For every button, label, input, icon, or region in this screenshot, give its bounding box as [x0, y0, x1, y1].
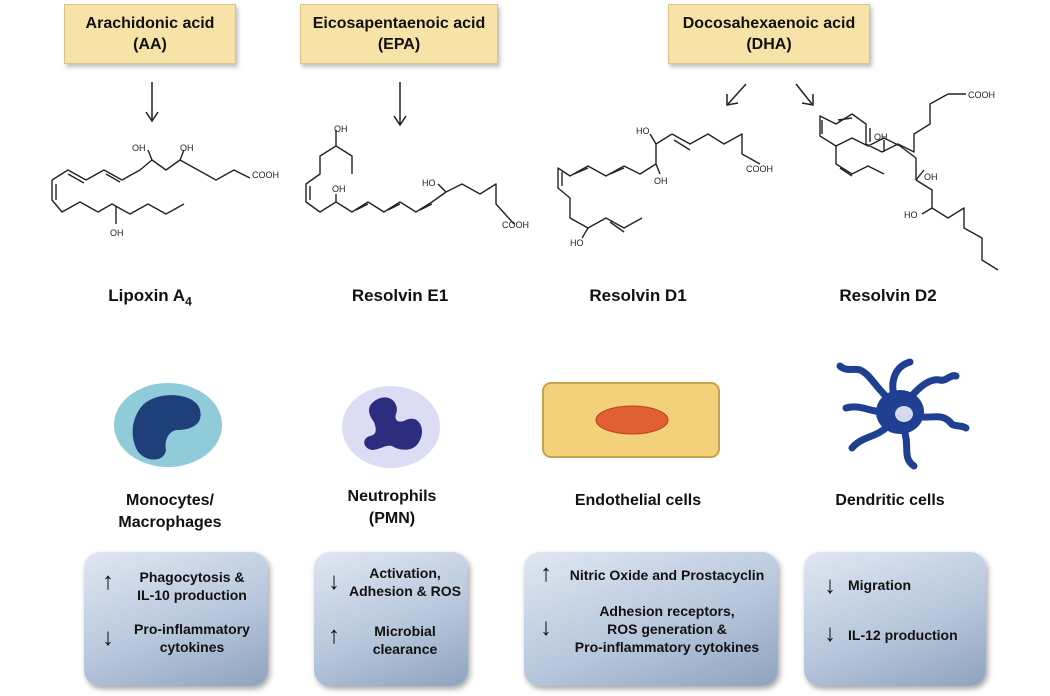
hydroxyl-label: OH	[110, 228, 124, 238]
effect-down-text: Activation, Adhesion & ROS	[348, 565, 461, 599]
effect-down-text: Migration	[848, 577, 911, 593]
arrow-dha-to-resolvin-d1	[726, 83, 747, 106]
arrows-layer	[145, 82, 814, 127]
source-name: Docosahexaenoic acid	[682, 15, 856, 32]
cell-label-endothelial: Endothelial cells	[574, 492, 702, 509]
hydroxyl-label: OH	[132, 143, 146, 153]
effect-up-text: Phagocytosis & IL-10 production	[137, 569, 247, 603]
carboxyl-label: COOH	[746, 164, 773, 174]
source-abbr: (DHA)	[746, 36, 792, 53]
resolvin-e1-structure: OH OH HO COOH	[305, 124, 529, 230]
mediator-lipoxin-a4: Lipoxin A4	[108, 286, 192, 309]
hydroxyl-label: HO	[904, 210, 918, 220]
hydroxyl-label: OH	[332, 184, 346, 194]
resolvin-d1-structure: HO OH COOH HO	[557, 126, 773, 248]
monocyte-illustration	[114, 383, 222, 467]
source-box-epa: Eicosapentaenoic acid (EPA)	[300, 4, 498, 64]
down-arrow-icon: ↓	[328, 568, 340, 595]
source-abbr: (EPA)	[377, 36, 421, 53]
hydroxyl-label: OH	[874, 132, 888, 142]
mediator-resolvin-d2: Resolvin D2	[839, 286, 937, 305]
lipoxin-a4-structure: OH OH COOH OH	[51, 143, 279, 238]
hydroxyl-label: OH	[180, 143, 194, 153]
source-abbr: (AA)	[133, 36, 167, 53]
arrow-aa-to-lipoxin	[145, 82, 159, 123]
down-arrow-icon: ↓	[102, 624, 114, 651]
hydroxyl-label: HO	[570, 238, 584, 248]
up-arrow-icon: ↑	[540, 560, 552, 587]
arrow-dha-to-resolvin-d2	[795, 83, 814, 106]
hydroxyl-label: OH	[924, 172, 938, 182]
down-arrow-icon: ↓	[824, 572, 836, 599]
carboxyl-label: COOH	[252, 170, 279, 180]
dendritic-cell-illustration	[836, 358, 970, 470]
effect-box-neutrophils: ↓ Activation, Adhesion & ROS ↑ Microbial…	[314, 552, 468, 686]
endothelial-cell-illustration	[542, 382, 720, 458]
carboxyl-label: COOH	[502, 220, 529, 230]
down-arrow-icon: ↓	[540, 614, 552, 641]
effect-box-dendritic: ↓ Migration ↓ IL-12 production	[804, 552, 986, 686]
hydroxyl-label: OH	[654, 176, 668, 186]
effect-up-text: Nitric Oxide and Prostacyclin	[569, 567, 765, 583]
up-arrow-icon: ↑	[102, 568, 114, 595]
up-arrow-icon: ↑	[328, 622, 340, 649]
source-name: Eicosapentaenoic acid	[312, 15, 486, 32]
carboxyl-label: COOH	[968, 90, 995, 100]
effect-box-endothelial: ↑ Nitric Oxide and Prostacyclin ↓ Adhesi…	[524, 552, 778, 686]
subscript: 4	[185, 294, 192, 309]
mediator-resolvin-e1: Resolvin E1	[351, 286, 449, 305]
source-box-aa: Arachidonic acid (AA)	[64, 4, 236, 64]
source-name: Arachidonic acid	[85, 15, 215, 32]
down-arrow-icon: ↓	[824, 620, 836, 647]
hydroxyl-label: HO	[636, 126, 650, 136]
cell-label-neutrophils: Neutrophils (PMN)	[347, 488, 437, 527]
hydroxyl-label: HO	[422, 178, 436, 188]
resolvin-d2-structure: COOH OH OH HO	[819, 90, 999, 271]
effect-up-text: Microbial clearance	[372, 623, 438, 657]
effect-down-text: IL-12 production	[848, 627, 958, 643]
effect-down-text: Adhesion receptors, ROS generation & Pro…	[574, 603, 760, 655]
hydroxyl-label: OH	[334, 124, 348, 134]
effect-down-text: Pro-inflammatory cytokines	[134, 621, 250, 655]
source-box-dha: Docosahexaenoic acid (DHA)	[668, 4, 870, 64]
cell-label-monocytes: Monocytes/ Macrophages	[118, 492, 222, 531]
neutrophil-illustration	[342, 386, 440, 468]
effect-box-monocytes: ↑ Phagocytosis & IL-10 production ↓ Pro-…	[84, 552, 268, 686]
mediator-resolvin-d1: Resolvin D1	[589, 286, 687, 305]
cell-label-dendritic: Dendritic cells	[835, 492, 945, 509]
arrow-epa-to-resolvin-e1	[393, 82, 407, 127]
